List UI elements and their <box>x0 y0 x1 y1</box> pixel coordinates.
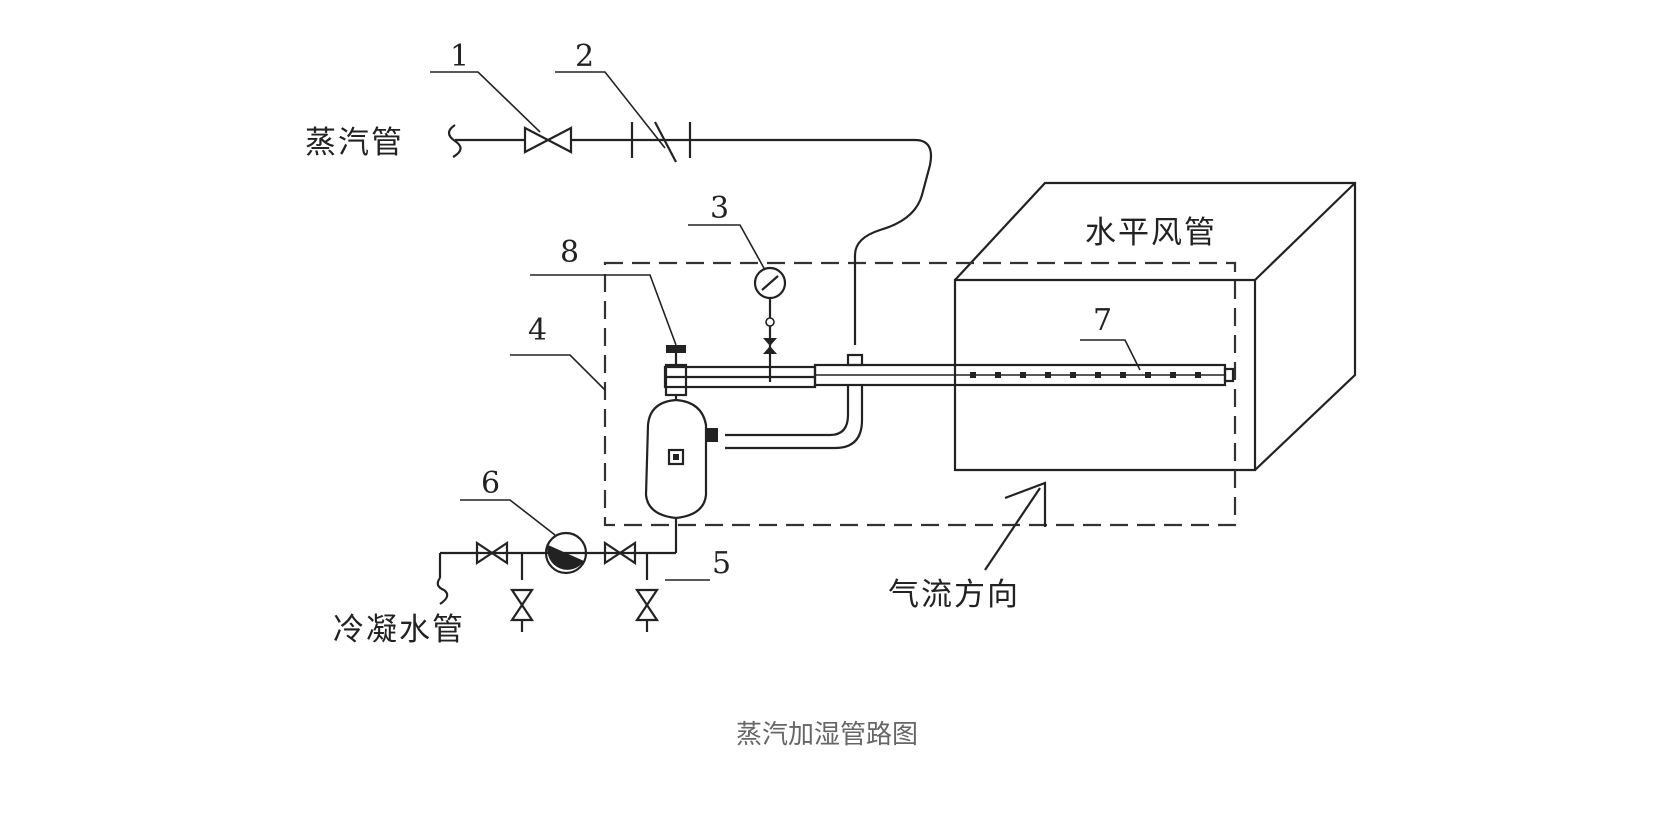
condensate-line <box>436 531 676 632</box>
condensate-pipe-break-mark <box>436 577 449 605</box>
valve-condensate-left-icon <box>475 540 509 566</box>
separator-4 <box>644 345 817 553</box>
spray-nozzles <box>970 372 1201 378</box>
label-4: 4 <box>528 313 547 348</box>
steam-trap-6-icon <box>544 531 588 575</box>
valve-1-icon <box>523 126 573 154</box>
label-steam-pipe: 蒸汽管 <box>305 125 404 161</box>
pressure-gauge-3-icon <box>753 266 787 382</box>
label-2: 2 <box>575 39 594 74</box>
horizontal-air-duct <box>953 181 1357 472</box>
leader-lines <box>430 71 1141 581</box>
label-5: 5 <box>712 546 731 581</box>
steam-pipe-to-humidifier <box>632 138 933 345</box>
label-6: 6 <box>481 466 500 501</box>
label-7: 7 <box>1093 303 1112 338</box>
label-horizontal-duct: 水平风管 <box>1085 215 1217 251</box>
separator-tank <box>644 395 708 520</box>
airflow-arrow-icon <box>984 481 1047 571</box>
separator-side-port <box>706 428 718 442</box>
label-3: 3 <box>710 191 729 226</box>
valve-8-handle-icon <box>666 345 686 353</box>
separator-top-fitting <box>664 363 688 397</box>
valve-5-icon <box>634 588 660 632</box>
label-condensate-pipe: 冷凝水管 <box>333 612 465 648</box>
figure-caption: 蒸汽加湿管路图 <box>735 720 918 750</box>
humidifier-spray-pipe-7 <box>725 353 1235 450</box>
label-8: 8 <box>560 235 579 270</box>
label-1: 1 <box>450 39 469 74</box>
level-window <box>667 448 685 466</box>
duct-corner-edge <box>1254 182 1356 281</box>
equipment-boundary-dashed <box>603 261 1237 527</box>
steam-inlet-fitting <box>846 353 864 367</box>
return-pipe-to-separator <box>725 385 864 450</box>
label-airflow-direction: 气流方向 <box>888 577 1020 613</box>
valve-condensate-right-icon <box>603 540 637 566</box>
steam-supply-line <box>447 121 933 345</box>
drain-valve-left-icon <box>509 588 535 632</box>
